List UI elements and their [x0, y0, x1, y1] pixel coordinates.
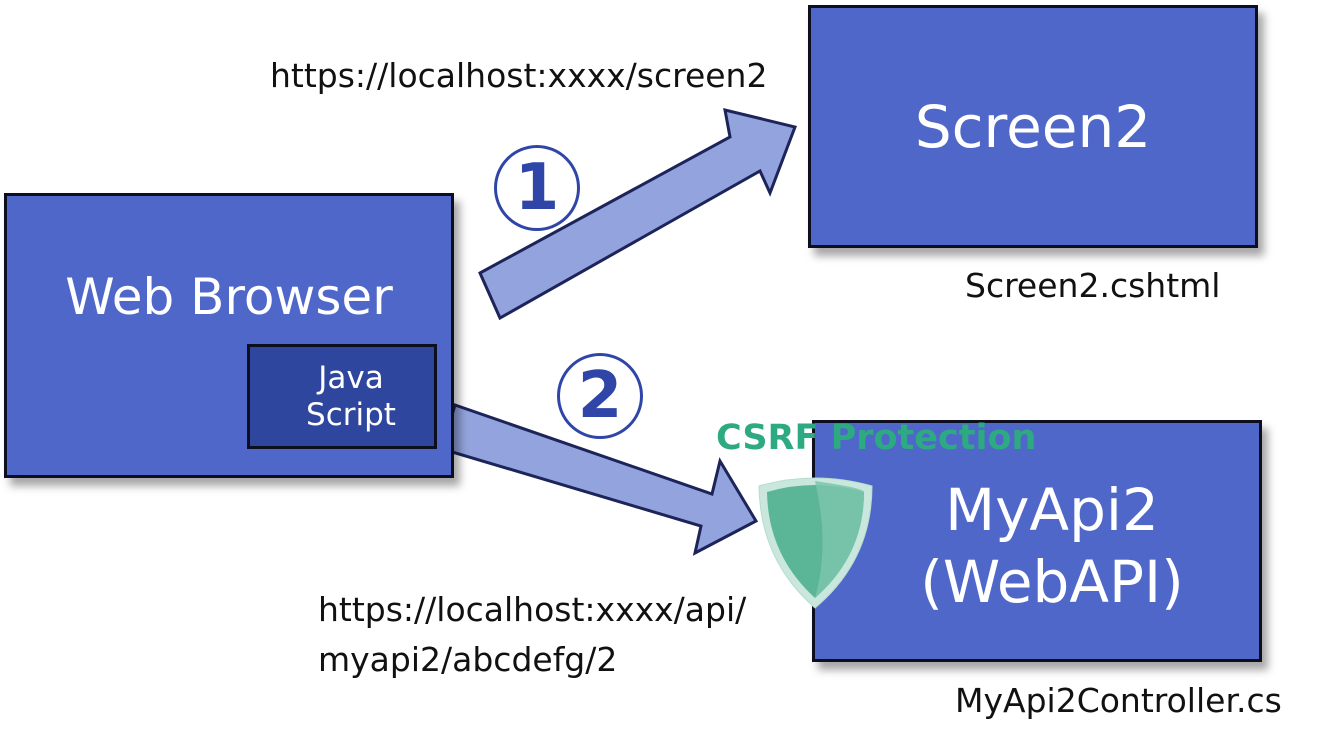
- step2-number: 2: [577, 359, 623, 433]
- step1-url: https://localhost:xxxx/screen2: [270, 56, 768, 95]
- step1-badge: 1: [494, 145, 580, 231]
- step2-url-line1: https://localhost:xxxx/api/: [318, 590, 747, 629]
- step2-url-line2: myapi2/abcdefg/2: [318, 640, 618, 679]
- web-browser-node: Web Browser: [4, 193, 454, 478]
- screen2-label: Screen2: [914, 92, 1152, 161]
- myapi2-label-line1: MyApi2: [945, 476, 1159, 544]
- web-browser-label: Web Browser: [65, 268, 393, 326]
- step1-number: 1: [514, 151, 560, 225]
- step2-url: https://localhost:xxxx/api/ myapi2/abcde…: [318, 585, 798, 685]
- screen2-node: Screen2: [808, 5, 1258, 248]
- myapi2-file-label: MyApi2Controller.cs: [955, 681, 1282, 720]
- screen2-file-label: Screen2.cshtml: [965, 266, 1221, 305]
- javascript-node: Java Script: [247, 344, 437, 449]
- myapi2-label-line2: (WebAPI): [920, 548, 1184, 616]
- javascript-label-line1: Java: [318, 359, 384, 396]
- javascript-label-line2: Script: [306, 396, 396, 433]
- step2-badge: 2: [557, 353, 643, 439]
- csrf-protection-label: CSRF Protection: [716, 418, 1037, 458]
- myapi2-node: MyApi2 (WebAPI): [812, 420, 1262, 662]
